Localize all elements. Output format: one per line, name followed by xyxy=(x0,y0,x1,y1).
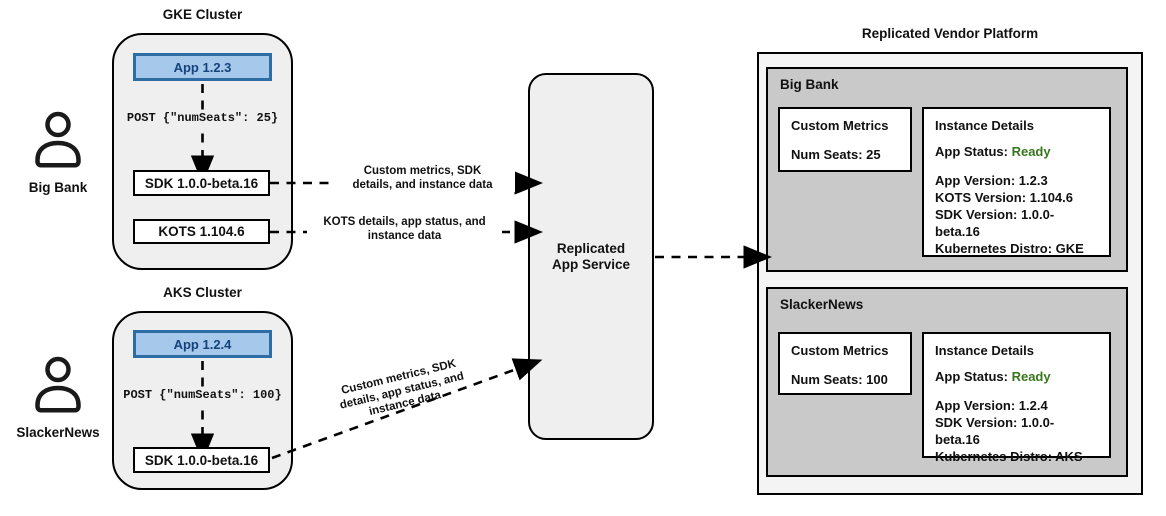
instance-version-lines: App Version: 1.2.4 SDK Version: 1.0.0-be… xyxy=(935,397,1098,465)
instance-details-card: Instance Details App Status: Ready App V… xyxy=(922,107,1111,257)
custom-metrics-card: Custom Metrics Num Seats: 100 xyxy=(778,332,912,395)
version-line: SDK Version: 1.0.0-beta.16 xyxy=(935,207,1055,239)
app-status-line: App Status: Ready xyxy=(935,144,1098,159)
vendor-platform-title: Replicated Vendor Platform xyxy=(861,26,1039,41)
sdk-box-gke: SDK 1.0.0-beta.16 xyxy=(133,170,270,196)
arrow-label-line: instance data xyxy=(367,229,442,242)
app-status-value: Ready xyxy=(1011,144,1051,159)
kots-box-gke: KOTS 1.104.6 xyxy=(133,219,270,244)
replicated-app-service-box: Replicated App Service xyxy=(528,73,654,440)
arrow-label-line: Custom metrics, SDK xyxy=(363,165,482,177)
user-icon xyxy=(35,356,81,413)
arrow-label-kots-data: KOTS details, app status, and instance d… xyxy=(307,216,502,243)
custom-metrics-card: Custom Metrics Num Seats: 25 xyxy=(778,107,912,172)
arrow-label-sdk-data: Custom metrics, SDK details, and instanc… xyxy=(330,165,515,192)
service-label-line: App Service xyxy=(551,256,631,272)
gke-cluster-title: GKE Cluster xyxy=(162,7,243,22)
service-label-line: Replicated xyxy=(556,240,626,256)
instance-details-title: Instance Details xyxy=(935,343,1034,358)
user-icon xyxy=(35,111,81,168)
arrow-label-line: KOTS details, app status, and xyxy=(323,216,486,228)
version-line: App Version: 1.2.3 xyxy=(935,173,1048,188)
version-line: Kubernetes Distro: AKS xyxy=(935,449,1083,464)
tenant-header-big-bank: Big Bank xyxy=(780,77,839,92)
instance-details-title: Instance Details xyxy=(935,118,1034,133)
post-numseats-gke: POST {"numSeats": 25} xyxy=(118,110,287,126)
custom-metrics-title: Custom Metrics xyxy=(791,118,889,133)
version-line: Kubernetes Distro: GKE xyxy=(935,241,1084,256)
sdk-box-aks: SDK 1.0.0-beta.16 xyxy=(133,447,270,473)
custom-metrics-title: Custom Metrics xyxy=(791,343,889,358)
version-line: KOTS Version: 1.104.6 xyxy=(935,190,1074,205)
post-numseats-aks: POST {"numSeats": 100} xyxy=(114,387,291,403)
replicated-app-service-label: Replicated App Service xyxy=(552,241,630,273)
arrow-label-line: details, and instance data xyxy=(352,178,493,191)
app-status-label: App Status: xyxy=(935,369,1008,384)
instance-version-lines: App Version: 1.2.3 KOTS Version: 1.104.6… xyxy=(935,172,1098,257)
app-box-aks: App 1.2.4 xyxy=(133,330,272,358)
app-status-line: App Status: Ready xyxy=(935,369,1098,384)
num-seats-value: Num Seats: 100 xyxy=(791,372,888,387)
instance-details-card: Instance Details App Status: Ready App V… xyxy=(922,332,1111,464)
aks-cluster-title: AKS Cluster xyxy=(163,285,242,300)
arrow-label-sdk2-data: Custom metrics, SDK details, app status,… xyxy=(316,352,489,431)
actor-label-big-bank: Big Bank xyxy=(28,180,88,195)
app-box-gke: App 1.2.3 xyxy=(133,53,272,81)
app-status-label: App Status: xyxy=(935,144,1008,159)
version-line: App Version: 1.2.4 xyxy=(935,398,1048,413)
actor-label-slackernews: SlackerNews xyxy=(16,425,100,440)
tenant-header-slackernews: SlackerNews xyxy=(780,297,864,312)
app-status-value: Ready xyxy=(1011,369,1051,384)
num-seats-value: Num Seats: 25 xyxy=(791,147,881,162)
version-line: SDK Version: 1.0.0-beta.16 xyxy=(935,415,1055,447)
